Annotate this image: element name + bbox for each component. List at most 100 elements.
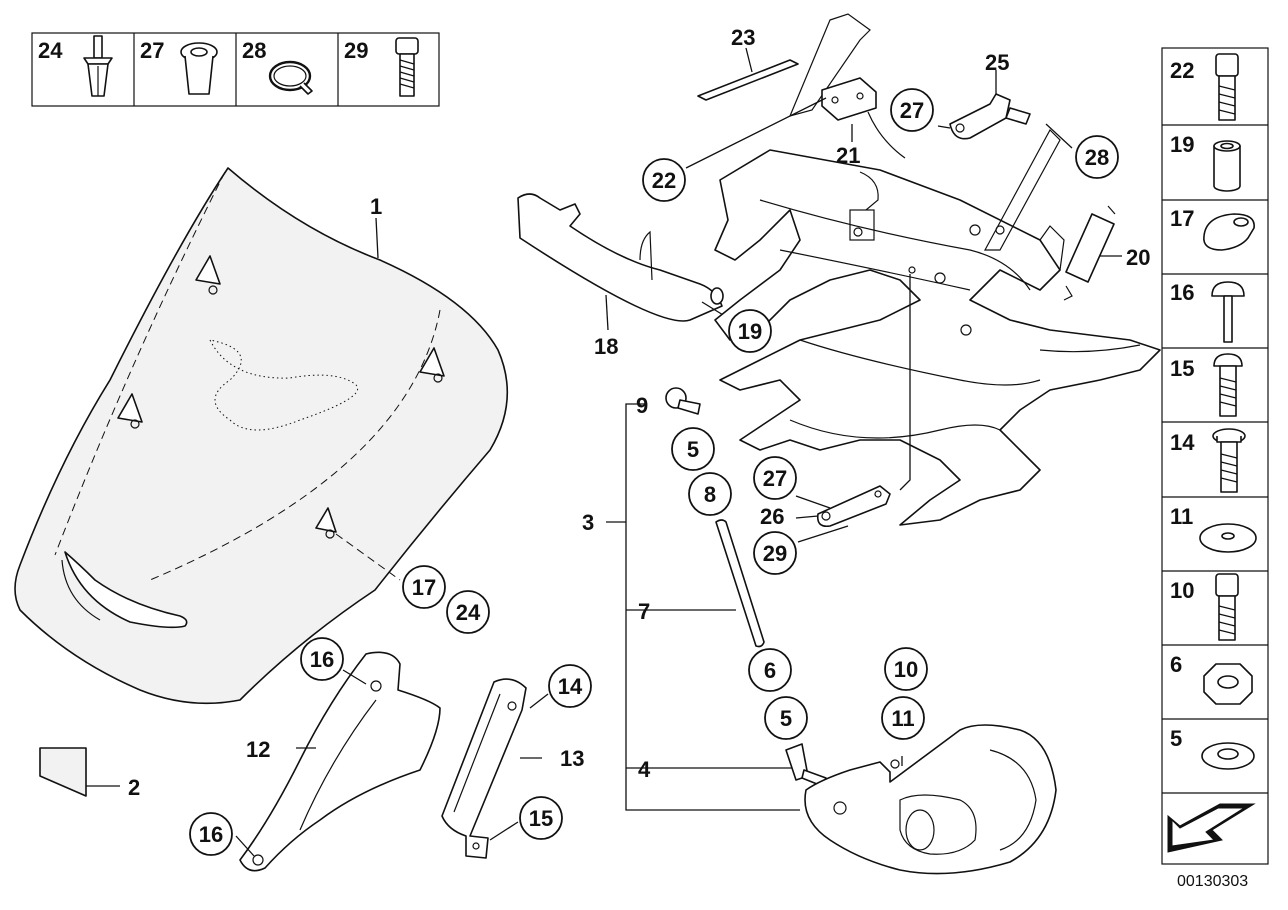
callout-16-lower: 16 xyxy=(189,812,233,856)
callout-18: 18 xyxy=(594,334,618,359)
label-sticker-part xyxy=(39,747,87,797)
legend-label-24: 24 xyxy=(38,38,63,63)
bracket-right-part xyxy=(441,678,527,859)
legend-top: 24 27 28 29 xyxy=(31,32,440,107)
svg-text:29: 29 xyxy=(763,541,787,566)
washer-icon xyxy=(1199,523,1257,553)
callout-16-upper: 16 xyxy=(300,637,344,681)
torx-bolt-icon xyxy=(1213,353,1243,417)
svg-text:24: 24 xyxy=(456,600,481,625)
cable-tie-part xyxy=(697,59,799,101)
arrow-icon xyxy=(1167,803,1256,853)
callout-1: 1 xyxy=(370,194,382,219)
lever-part xyxy=(949,93,1031,140)
legend-label-15: 15 xyxy=(1170,356,1194,381)
legend-label-27: 27 xyxy=(140,38,164,63)
callout-2: 2 xyxy=(128,775,140,800)
screw-icon xyxy=(395,37,419,97)
svg-text:10: 10 xyxy=(894,657,918,682)
plain-callouts: 1 2 3 4 7 9 12 13 18 20 21 23 25 26 xyxy=(128,25,1150,800)
svg-text:27: 27 xyxy=(763,466,787,491)
support-bracket-part xyxy=(517,193,724,322)
allen-bolt-icon xyxy=(1215,53,1239,121)
callout-25: 25 xyxy=(985,50,1009,75)
callout-19: 19 xyxy=(728,309,772,353)
callout-5-upper: 5 xyxy=(671,427,715,471)
svg-text:5: 5 xyxy=(780,706,792,731)
legend-label-16: 16 xyxy=(1170,280,1194,305)
svg-text:22: 22 xyxy=(652,168,676,193)
legend-label-14: 14 xyxy=(1170,430,1195,455)
legend-label-5: 5 xyxy=(1170,726,1182,751)
svg-text:17: 17 xyxy=(412,575,436,600)
sensor-part xyxy=(821,77,906,159)
callout-27-lower: 27 xyxy=(753,456,797,500)
flat-washer-icon xyxy=(1201,742,1255,770)
svg-text:16: 16 xyxy=(310,647,334,672)
svg-text:16: 16 xyxy=(199,822,223,847)
svg-text:28: 28 xyxy=(1085,145,1109,170)
callout-13: 13 xyxy=(560,746,584,771)
legend-label-29: 29 xyxy=(344,38,368,63)
ball-stud-top-part xyxy=(665,387,701,415)
legend-label-19: 19 xyxy=(1170,132,1194,157)
frame-part xyxy=(714,13,1161,526)
clip-nut-icon xyxy=(180,42,218,95)
svg-text:5: 5 xyxy=(687,437,699,462)
mushroom-pin-icon xyxy=(1211,281,1245,343)
callout-4: 4 xyxy=(638,757,651,782)
callout-22: 22 xyxy=(642,158,686,202)
callout-11: 11 xyxy=(881,696,925,740)
callout-21: 21 xyxy=(836,143,860,168)
svg-text:11: 11 xyxy=(891,706,914,731)
svg-text:6: 6 xyxy=(764,658,776,683)
callout-6: 6 xyxy=(748,648,792,692)
callout-12: 12 xyxy=(246,737,270,762)
ball-socket-part xyxy=(785,743,827,787)
callout-24: 24 xyxy=(446,590,490,634)
rubber-cap-icon xyxy=(1203,213,1255,251)
svg-text:8: 8 xyxy=(704,482,716,507)
socket-bolt-icon xyxy=(1215,573,1239,641)
push-rivet-icon xyxy=(83,35,113,97)
callout-26: 26 xyxy=(760,504,784,529)
legend-label-28: 28 xyxy=(242,38,266,63)
callout-29: 29 xyxy=(753,531,797,575)
lower-lever-part xyxy=(816,485,891,528)
svg-text:19: 19 xyxy=(738,319,762,344)
bushing-icon xyxy=(1213,140,1241,192)
callout-23: 23 xyxy=(731,25,755,50)
callout-15: 15 xyxy=(519,796,563,840)
legend-label-6: 6 xyxy=(1170,652,1182,677)
spring-part xyxy=(1063,205,1116,301)
motor-part xyxy=(804,724,1057,875)
rod-part xyxy=(715,519,765,648)
callout-5-lower: 5 xyxy=(764,696,808,740)
callout-10: 10 xyxy=(884,647,928,691)
legend-label-10: 10 xyxy=(1170,578,1194,603)
legend-label-17: 17 xyxy=(1170,206,1194,231)
legend-label-11: 11 xyxy=(1170,504,1193,529)
callout-3: 3 xyxy=(582,510,594,535)
callout-17: 17 xyxy=(402,565,446,609)
callout-9: 9 xyxy=(636,393,648,418)
callout-14: 14 xyxy=(548,664,592,708)
svg-text:15: 15 xyxy=(529,806,553,831)
svg-text:14: 14 xyxy=(558,674,583,699)
callout-8: 8 xyxy=(688,472,732,516)
hex-nut-icon xyxy=(1203,663,1253,705)
callout-28: 28 xyxy=(1075,135,1119,179)
bracket-left-part xyxy=(239,651,441,872)
collar-bolt-icon xyxy=(1212,428,1246,493)
legend-right: 22 19 17 16 15 14 xyxy=(1161,47,1269,865)
legend-label-22: 22 xyxy=(1170,58,1194,83)
windshield-part xyxy=(14,167,509,705)
svg-text:27: 27 xyxy=(900,98,924,123)
circled-callouts: 5 8 6 5 10 11 14 15 16 16 17 24 19 22 27… xyxy=(189,88,1119,856)
callout-27-upper: 27 xyxy=(890,88,934,132)
diagram-code: 00130303 xyxy=(1177,873,1248,890)
callout-20: 20 xyxy=(1126,245,1150,270)
callout-7: 7 xyxy=(638,599,650,624)
circlip-icon xyxy=(268,60,313,95)
